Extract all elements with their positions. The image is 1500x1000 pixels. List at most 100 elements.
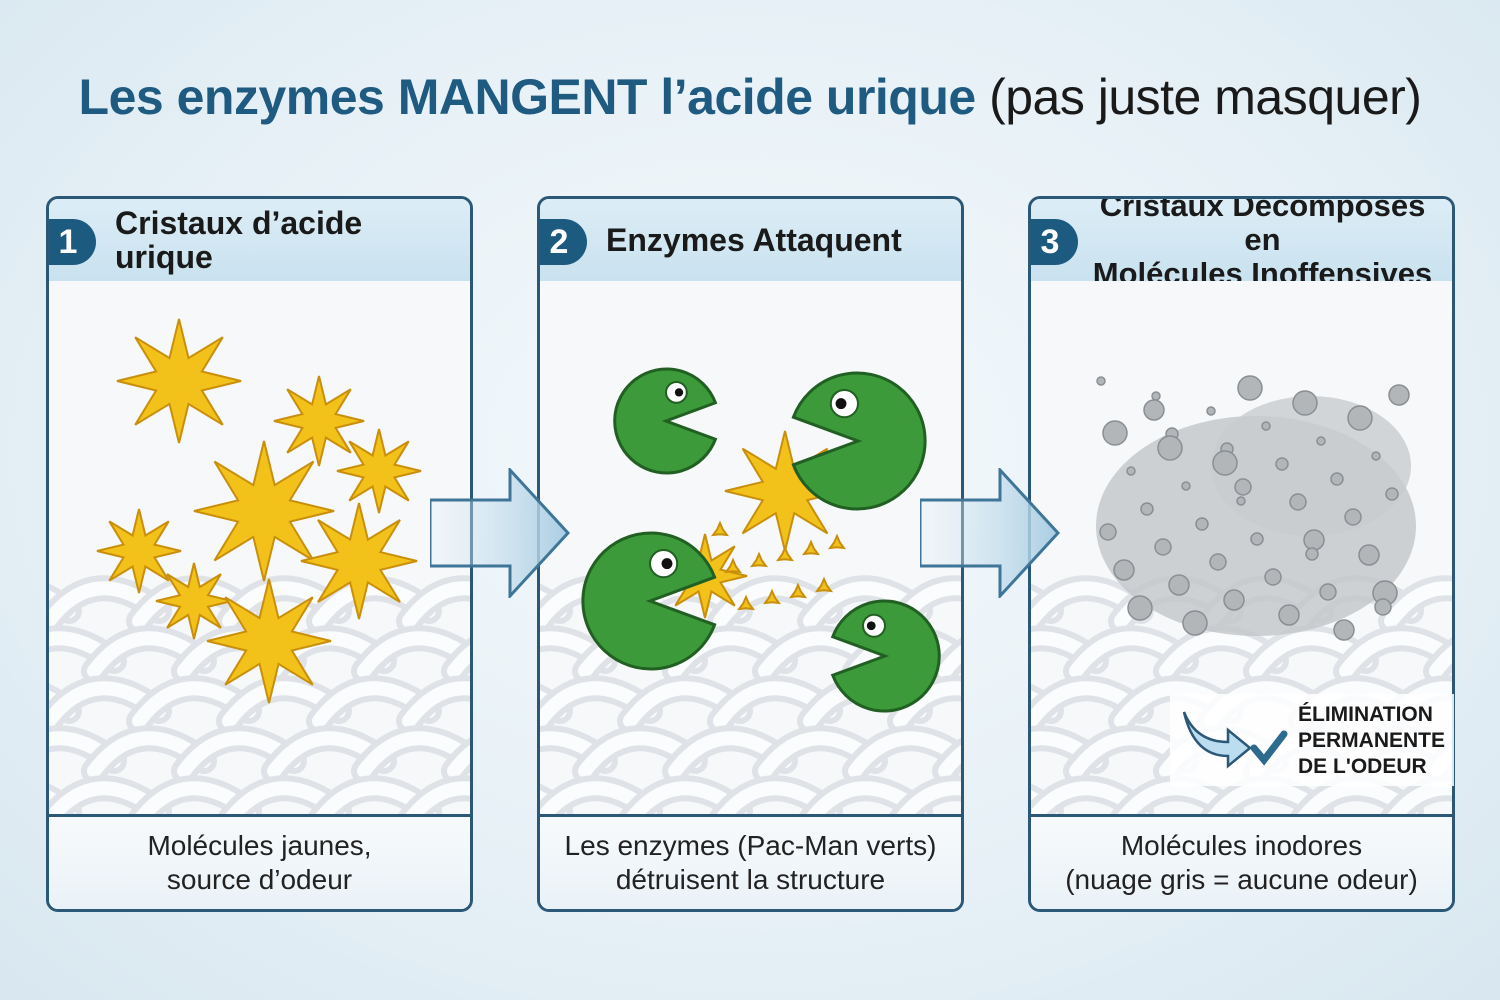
- harmless-molecule: [1330, 472, 1344, 486]
- caption-line: source d’odeur: [166, 864, 353, 895]
- pacman-body: [581, 531, 717, 671]
- fabric-fiber: [402, 581, 470, 628]
- harmless-molecule: [1289, 493, 1307, 511]
- panel-decomposed: 3 Cristaux Décomposés en Molécules Inoff…: [1028, 196, 1455, 912]
- fabric-fiber: [938, 644, 961, 678]
- harmless-molecule: [1234, 478, 1252, 496]
- crystal-star: [206, 578, 332, 704]
- arrow-right-icon: [430, 468, 570, 598]
- panel-header: 3 Cristaux Décomposés en Molécules Inoff…: [1031, 196, 1452, 291]
- title-strong: Les enzymes MANGENT l’acide urique: [78, 69, 977, 125]
- pacman-pupil: [661, 558, 673, 570]
- harmless-molecule: [1182, 610, 1208, 636]
- harmless-molecule: [1140, 502, 1154, 516]
- panel-header: 1 Cristaux d’acide urique: [49, 199, 470, 284]
- harmless-molecule: [1278, 604, 1300, 626]
- panel-caption: Molécules jaunes, source d’odeur: [49, 814, 470, 909]
- harmless-molecule: [1316, 436, 1326, 446]
- caption-line: Les enzymes (Pac-Man verts): [564, 830, 937, 861]
- grey-cloud: [1211, 396, 1411, 536]
- panel-caption: Molécules inodores (nuage gris = aucune …: [1031, 814, 1452, 909]
- harmless-molecule: [1319, 583, 1337, 601]
- crystal-fragment: [814, 576, 834, 593]
- harmless-molecule: [1096, 376, 1106, 386]
- harmless-molecule: [1181, 481, 1191, 491]
- fabric-fiber: [447, 744, 470, 778]
- crystal-fragment: [749, 551, 769, 568]
- pacman-body: [613, 367, 718, 475]
- harmless-molecule: [1261, 421, 1271, 431]
- odor-elimination-badge: ÉLIMINATION PERMANENTE DE L'ODEUR: [1170, 694, 1454, 786]
- harmless-molecule: [1099, 523, 1117, 541]
- fabric-fiber: [447, 644, 470, 678]
- harmless-molecule: [1385, 487, 1399, 501]
- checkmark-icon: [1250, 730, 1288, 766]
- crystal-star: [155, 562, 233, 640]
- curved-arrow-icon: [1182, 711, 1288, 769]
- fabric-fiber: [938, 744, 961, 778]
- panel-header: 2 Enzymes Attaquent: [540, 199, 961, 284]
- harmless-molecule: [1151, 391, 1161, 401]
- fabric-fiber: [402, 681, 470, 728]
- page-title: Les enzymes MANGENT l’acide urique (pas …: [0, 68, 1500, 126]
- fabric-fiber: [1429, 644, 1452, 678]
- harmless-molecule: [1223, 589, 1245, 611]
- step-number: 3: [1031, 219, 1078, 265]
- caption-line: détruisent la structure: [615, 864, 886, 895]
- harmless-molecule: [1113, 559, 1135, 581]
- fabric-fiber: [1384, 581, 1452, 628]
- caption-line: (nuage gris = aucune odeur): [1065, 864, 1418, 895]
- enzyme-pacman: [613, 367, 718, 475]
- caption-line: Molécules jaunes,: [147, 830, 372, 861]
- crystal-star: [96, 508, 182, 594]
- badge-line: DE L'ODEUR: [1298, 755, 1427, 778]
- crystal-fragment: [801, 539, 821, 556]
- crystal-star: [116, 318, 242, 444]
- heading-line: Cristaux Décomposés en: [1099, 196, 1426, 257]
- crystal-fragment: [775, 545, 795, 562]
- harmless-molecule: [1344, 508, 1362, 526]
- harmless-molecule: [1371, 451, 1381, 461]
- harmless-molecule: [1303, 529, 1325, 551]
- pacman-pupil: [866, 621, 876, 631]
- harmless-molecule: [1292, 390, 1318, 416]
- harmless-molecule: [1206, 406, 1216, 416]
- crystal-star: [336, 428, 422, 514]
- harmless-molecule: [1127, 595, 1153, 621]
- panel-enzymes-attack: 2 Enzymes Attaquent Les enzymes (Pac-Man…: [537, 196, 964, 912]
- title-light: (pas juste masquer): [989, 69, 1422, 125]
- harmless-molecule: [1347, 405, 1373, 431]
- fabric-fiber: [894, 781, 961, 817]
- harmless-molecule: [1358, 544, 1380, 566]
- panel-heading: Cristaux Décomposés en Molécules Inoffen…: [1083, 196, 1442, 291]
- harmless-molecule: [1154, 538, 1172, 556]
- step-number: 2: [540, 219, 587, 265]
- crystal-fragment: [736, 594, 756, 611]
- pacman-pupil: [835, 398, 847, 410]
- crystal-fragment: [723, 557, 743, 574]
- harmless-molecule: [1305, 547, 1319, 561]
- crystal-fragment: [762, 588, 782, 605]
- enzyme-pacman: [830, 599, 941, 713]
- yellow-crystals-image: [49, 281, 470, 817]
- harmless-molecule: [1195, 517, 1209, 531]
- harmless-molecule: [1126, 466, 1136, 476]
- panel-heading: Cristaux d’acide urique: [115, 205, 363, 275]
- crystals-illustration: [49, 281, 470, 817]
- arrow-right-icon: [920, 468, 1060, 598]
- crystal-star: [193, 440, 335, 582]
- harmless-molecule: [1388, 384, 1410, 406]
- harmless-molecule: [1275, 457, 1289, 471]
- enzymes-illustration: [540, 281, 961, 817]
- harmless-molecule: [1236, 496, 1246, 506]
- fabric-fiber: [403, 781, 470, 817]
- panel-heading: Enzymes Attaquent: [606, 222, 902, 258]
- panel-uric-crystals: 1 Cristaux d’acide urique Molécules jaun…: [46, 196, 473, 912]
- badge-line: PERMANENTE: [1298, 729, 1446, 752]
- enzyme-pacman: [581, 531, 717, 671]
- pacman-pupil: [674, 388, 684, 397]
- fabric-fiber: [1385, 781, 1452, 817]
- harmless-molecule: [1237, 375, 1263, 401]
- crystal-fragment: [788, 582, 808, 599]
- panel-caption: Les enzymes (Pac-Man verts) détruisent l…: [540, 814, 961, 909]
